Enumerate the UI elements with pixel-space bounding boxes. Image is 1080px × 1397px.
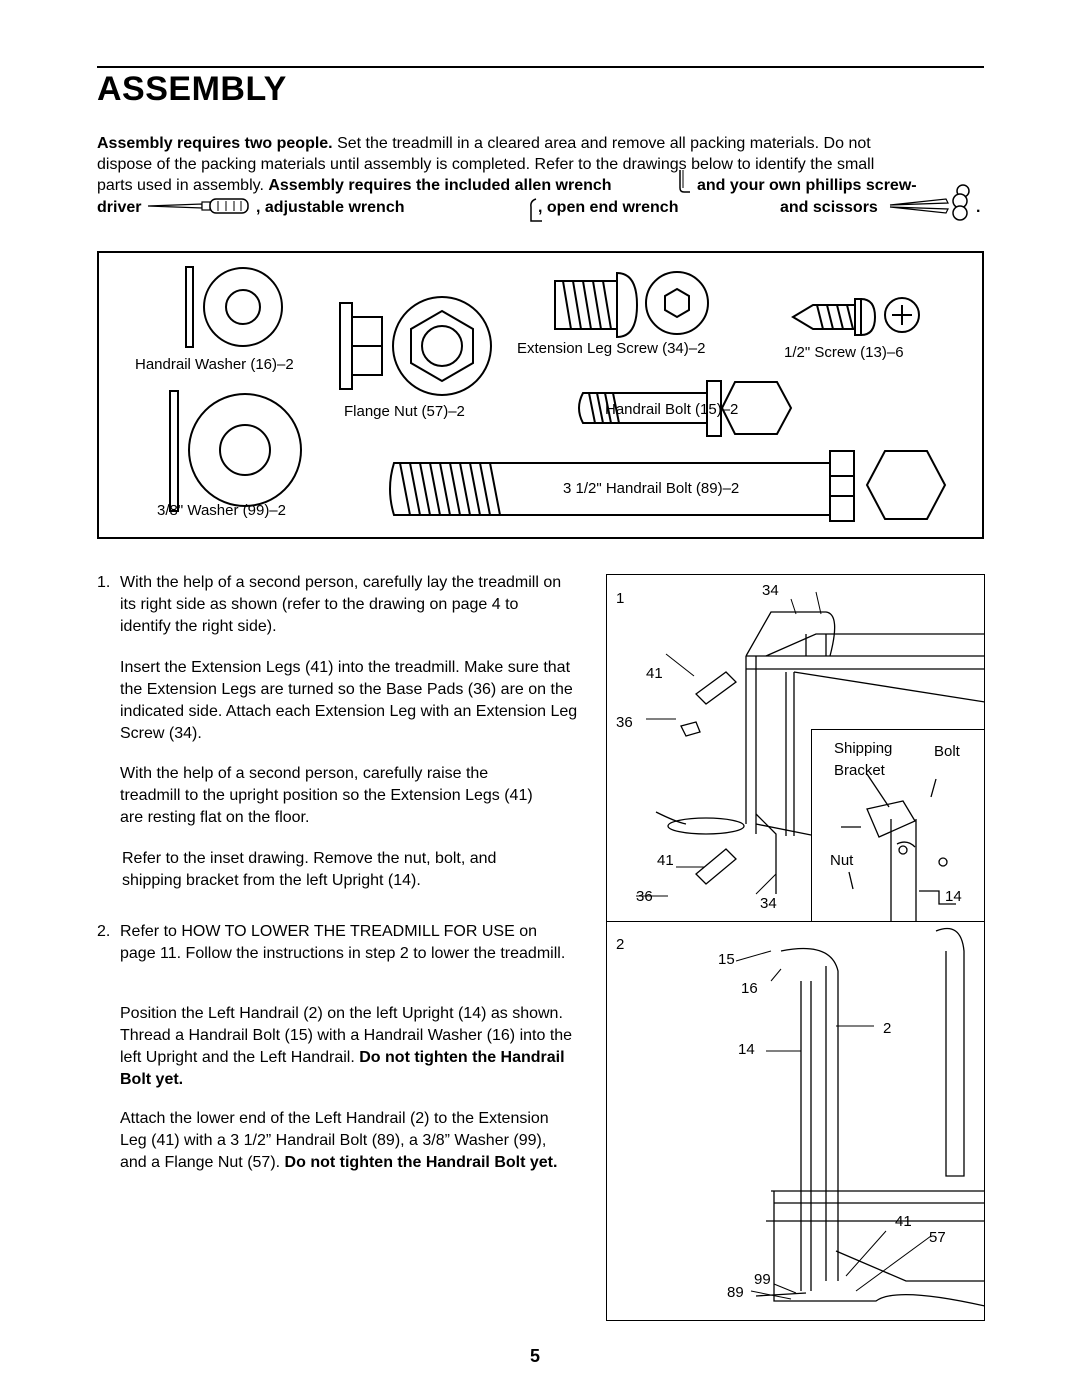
fig2-label-41: 41 xyxy=(895,1213,912,1230)
intro-allen-wrench-text: Assembly requires the included allen wre… xyxy=(268,177,612,194)
fig2-step-number: 2 xyxy=(616,936,625,953)
label-handrail-bolt: Handrail Bolt (15)–2 xyxy=(605,401,739,418)
fig2-label-2: 2 xyxy=(883,1020,892,1037)
intro-lead: Assembly requires two people. xyxy=(97,135,333,152)
fig2-label-89: 89 xyxy=(727,1284,744,1301)
intro-period: . xyxy=(976,199,981,216)
step-2-paragraph-2-text: Position the Left Handrail (2) on the le… xyxy=(120,1005,573,1066)
fig1-step-number: 1 xyxy=(616,590,625,607)
intro-adjustable-wrench-text: , adjustable wrench xyxy=(256,199,405,216)
label-extension-leg-screw: Extension Leg Screw (34)–2 xyxy=(517,340,706,357)
intro-phillips-text: and your own phillips screw- xyxy=(697,177,917,194)
fig1-label-41-lower: 41 xyxy=(657,852,674,869)
label-handrail-bolt-long: 3 1/2" Handrail Bolt (89)–2 xyxy=(563,480,740,497)
step-2-paragraph-2: Position the Left Handrail (2) on the le… xyxy=(120,1003,580,1091)
fig1-label-34-lower: 34 xyxy=(760,895,777,912)
intro-scissors-text: and scissors xyxy=(780,199,878,216)
intro-driver-text: driver xyxy=(97,199,142,216)
parts-identification-box xyxy=(97,251,984,539)
intro-line-3-plain: parts used in assembly. xyxy=(97,177,269,194)
inset-label-bracket: Bracket xyxy=(834,762,885,779)
intro-line-1: Assembly requires two people. Set the tr… xyxy=(97,133,871,155)
page-title: ASSEMBLY xyxy=(97,70,287,108)
fig2-label-14: 14 xyxy=(738,1041,755,1058)
step-1-number: 1. xyxy=(97,574,111,591)
fig2-label-57: 57 xyxy=(929,1229,946,1246)
washer-38-drawing xyxy=(169,390,302,512)
step-2-paragraph-3: Attach the lower end of the Left Handrai… xyxy=(120,1108,570,1174)
extension-leg-screw-drawing xyxy=(554,271,709,339)
fig2-label-99: 99 xyxy=(754,1271,771,1288)
figure-step-1-drawing xyxy=(636,591,985,897)
step-2-number: 2. xyxy=(97,923,111,940)
intro-line-3: parts used in assembly. Assembly require… xyxy=(97,175,612,197)
step-2-paragraph-3-text: Attach the lower end of the Left Handrai… xyxy=(120,1110,549,1171)
fig1-label-41: 41 xyxy=(646,665,663,682)
figure-step-2 xyxy=(606,921,985,1321)
step-1-paragraph-3: With the help of a second person, carefu… xyxy=(120,765,533,826)
step-1-paragraph-2: Insert the Extension Legs (41) into the … xyxy=(120,659,578,742)
intro-line-2: dispose of the packing materials until a… xyxy=(97,156,875,173)
fig1-label-34: 34 xyxy=(762,582,779,599)
half-inch-screw-drawing xyxy=(791,297,920,337)
fig2-label-15: 15 xyxy=(718,951,735,968)
step-2-paragraph-1: Refer to HOW TO LOWER THE TREADMILL FOR … xyxy=(120,923,566,962)
fig1-label-36-lower: 36 xyxy=(636,888,653,905)
label-half-inch-screw: 1/2" Screw (13)–6 xyxy=(784,344,904,361)
open-end-wrench-icon xyxy=(530,198,542,222)
inset-label-shipping: Shipping xyxy=(834,740,893,757)
figure-step-2-drawing xyxy=(735,927,985,1307)
step-2-paragraph-3-warning: Do not tighten the Handrail Bolt yet. xyxy=(284,1154,558,1171)
intro-open-end-wrench-text: , open end wrench xyxy=(538,199,679,216)
inset-label-14: 14 xyxy=(945,888,962,905)
step-1-paragraph-4: Refer to the inset drawing. Remove the n… xyxy=(122,850,497,889)
step-1-paragraph-1: With the help of a second person, carefu… xyxy=(120,574,562,635)
handrail-bolt-long-drawing xyxy=(389,450,947,522)
fig2-label-16: 16 xyxy=(741,980,758,997)
handrail-bolt-drawing xyxy=(578,380,793,437)
header-rule xyxy=(97,66,984,68)
label-washer-38: 3/8" Washer (99)–2 xyxy=(157,502,286,519)
scissors-icon xyxy=(889,193,968,221)
step-2-paragraph-2-warning: Do not tighten the Handrail Bolt yet. xyxy=(120,1049,565,1088)
intro-line-1-rest: Set the treadmill in a cleared area and … xyxy=(332,135,871,152)
parts-drawing xyxy=(169,266,947,522)
flange-nut-drawing xyxy=(339,296,492,396)
fig1-label-36: 36 xyxy=(616,714,633,731)
figure-inset-drawing xyxy=(841,773,956,922)
screwdriver-icon xyxy=(147,198,249,214)
handrail-washer-drawing xyxy=(185,266,283,348)
inset-label-bolt: Bolt xyxy=(934,743,960,760)
label-handrail-washer: Handrail Washer (16)–2 xyxy=(135,356,294,373)
figure-inset xyxy=(811,729,985,922)
inset-label-nut: Nut xyxy=(830,852,854,869)
label-flange-nut: Flange Nut (57)–2 xyxy=(344,403,465,420)
allen-wrench-icon xyxy=(679,170,690,193)
page-number: 5 xyxy=(530,1346,541,1366)
